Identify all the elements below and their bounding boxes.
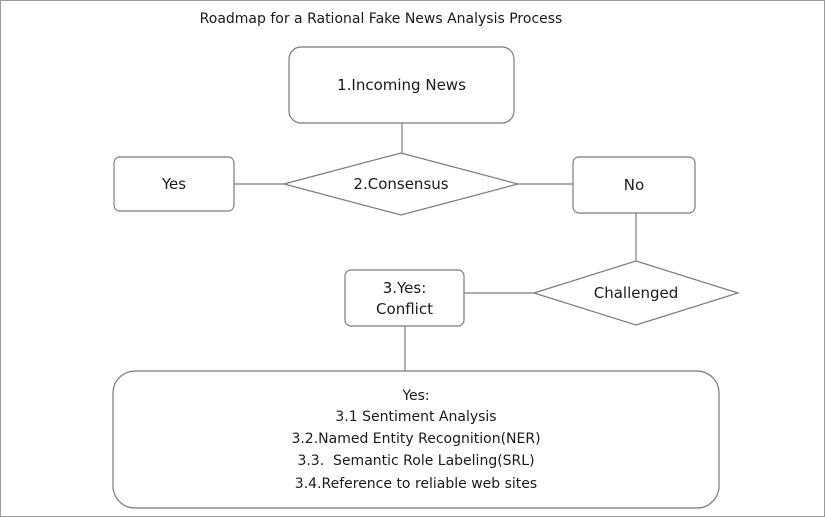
node-challenged-diamond [531,260,741,326]
node-incoming-news-box [288,46,515,124]
result-line-web-sites: 3.4.Reference to reliable web sites [295,476,537,492]
node-conflict: 3.Yes: Conflict [344,269,465,327]
result-line-sentiment: 3.1 Sentiment Analysis [335,409,496,425]
node-conflict-label-line2: Conflict [376,300,433,318]
node-yes-label: Yes [161,175,186,193]
node-incoming-news: 1.Incoming News [288,46,515,124]
node-yes: Yes [113,156,235,212]
node-consensus: 2.Consensus [281,152,521,216]
node-incoming-news-label: 1.Incoming News [337,76,466,94]
node-yes-box [113,156,235,212]
diagram-title: Roadmap for a Rational Fake News Analysi… [200,11,563,27]
node-no-box [572,156,696,214]
node-no-label: No [624,176,644,194]
result-line-heading: Yes: [401,388,429,404]
node-consensus-label: 2.Consensus [353,175,448,193]
node-analysis-result-box [112,370,720,509]
result-line-ner: 3.2.Named Entity Recognition(NER) [291,431,540,447]
node-conflict-label-line1: 3.Yes: [383,279,427,297]
node-challenged: Challenged [531,260,741,326]
node-challenged-label: Challenged [594,284,679,302]
node-analysis-result: Yes: 3.1 Sentiment Analysis 3.2.Named En… [112,370,720,509]
node-conflict-box [344,269,465,327]
result-line-srl: 3.3. Semantic Role Labeling(SRL) [297,453,534,469]
node-consensus-diamond [281,152,521,216]
node-no: No [572,156,696,214]
